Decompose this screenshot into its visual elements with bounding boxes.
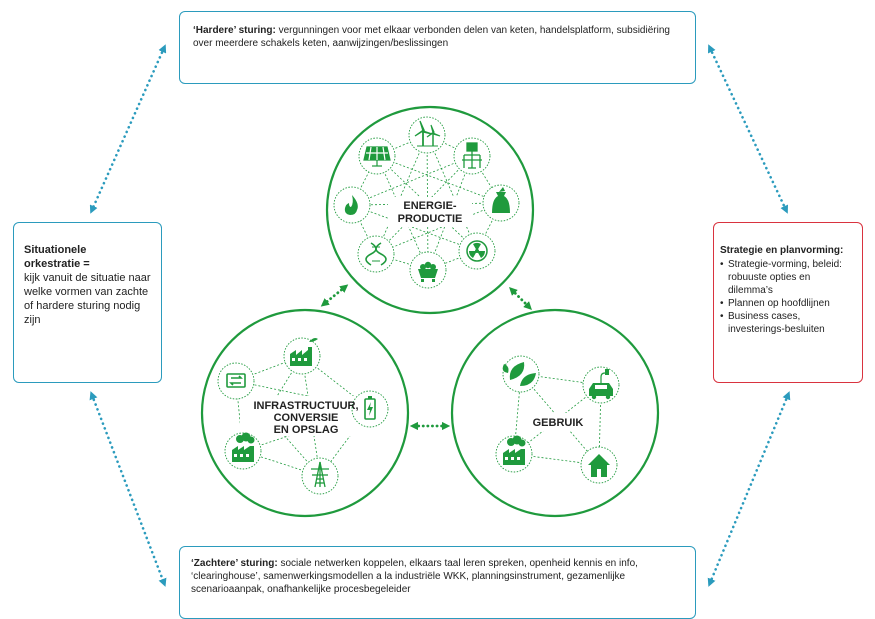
usage-label: GEBRUIK: [533, 417, 584, 429]
situational-orchestration-text: kijk vanuit de situatie naar welke vorme…: [24, 272, 151, 326]
leaves-icon: [502, 362, 536, 386]
power-pylon-icon: [311, 461, 329, 488]
arrow-bottom-left: [89, 391, 167, 587]
nuclear-icon: [466, 240, 488, 262]
wind-turbine-icon: [414, 120, 441, 147]
energy-production-label-line1: ENERGIE-: [403, 200, 457, 212]
arrow-energy-infra: [320, 284, 349, 307]
solar-panel-icon: [363, 146, 391, 167]
infrastructure-label-line3: EN OPSLAG: [274, 424, 339, 436]
flame-icon: [344, 195, 358, 215]
harder-steering-heading: ‘Hardere’ sturing:: [193, 25, 276, 36]
arrow-top-left: [89, 44, 167, 214]
usage-circle: GEBRUIK: [450, 308, 660, 518]
electric-car-icon: [589, 369, 613, 400]
harder-steering-box: ‘Hardere’ sturing: vergunningen voor met…: [179, 11, 696, 84]
coal-cart-icon: [418, 261, 438, 282]
arrow-bottom-right: [707, 391, 791, 587]
situational-orchestration-box: Situationele orkestratie = kijk vanuit d…: [13, 222, 162, 383]
infrastructure-label-line2: CONVERSIE: [274, 412, 339, 424]
power-pylon-icon: [462, 142, 482, 169]
harder-steering-text: vergunningen voor met elkaar verbonden d…: [193, 25, 670, 49]
strategy-planning-item: Plannen op hoofdlijnen: [720, 297, 856, 310]
energy-production-label-line2: PRODUCTIE: [398, 213, 463, 225]
infrastructure-circle: INFRASTRUCTUUR, CONVERSIE EN OPSLAG: [200, 308, 410, 518]
arrow-energy-usage: [509, 287, 532, 310]
strategy-planning-item: Business cases, investerings-besluiten: [720, 310, 856, 336]
arrow-top-right: [708, 44, 788, 214]
strategy-planning-box: Strategie en planvorming: Strategie-vorm…: [713, 222, 863, 383]
strategy-planning-title: Strategie en planvorming:: [720, 245, 844, 256]
strategy-planning-item: Strategie-vorming, beleid: robuuste opti…: [720, 258, 856, 297]
conversion-icon: [226, 373, 246, 388]
energy-production-circle: ENERGIE- PRODUCTIE: [325, 105, 535, 315]
strategy-planning-list: Strategie-vorming, beleid: robuuste opti…: [720, 258, 856, 336]
situational-orchestration-title-line1: Situationele: [24, 244, 87, 256]
biomass-sack-icon: [492, 187, 510, 213]
battery-icon: [364, 396, 376, 420]
dna-icon: [365, 242, 387, 266]
softer-steering-heading: ‘Zachtere’ sturing:: [191, 558, 278, 569]
situational-orchestration-title-line2: orkestratie =: [24, 258, 90, 270]
factory-icon: [503, 435, 526, 465]
house-icon: [588, 454, 610, 477]
factory-icon: [290, 338, 318, 366]
factory-icon: [232, 432, 255, 462]
softer-steering-text: sociale netwerken koppelen, elkaars taal…: [191, 558, 638, 595]
infrastructure-label-line1: INFRASTRUCTUUR,: [253, 400, 358, 412]
softer-steering-box: ‘Zachtere’ sturing: sociale netwerken ko…: [179, 546, 696, 619]
